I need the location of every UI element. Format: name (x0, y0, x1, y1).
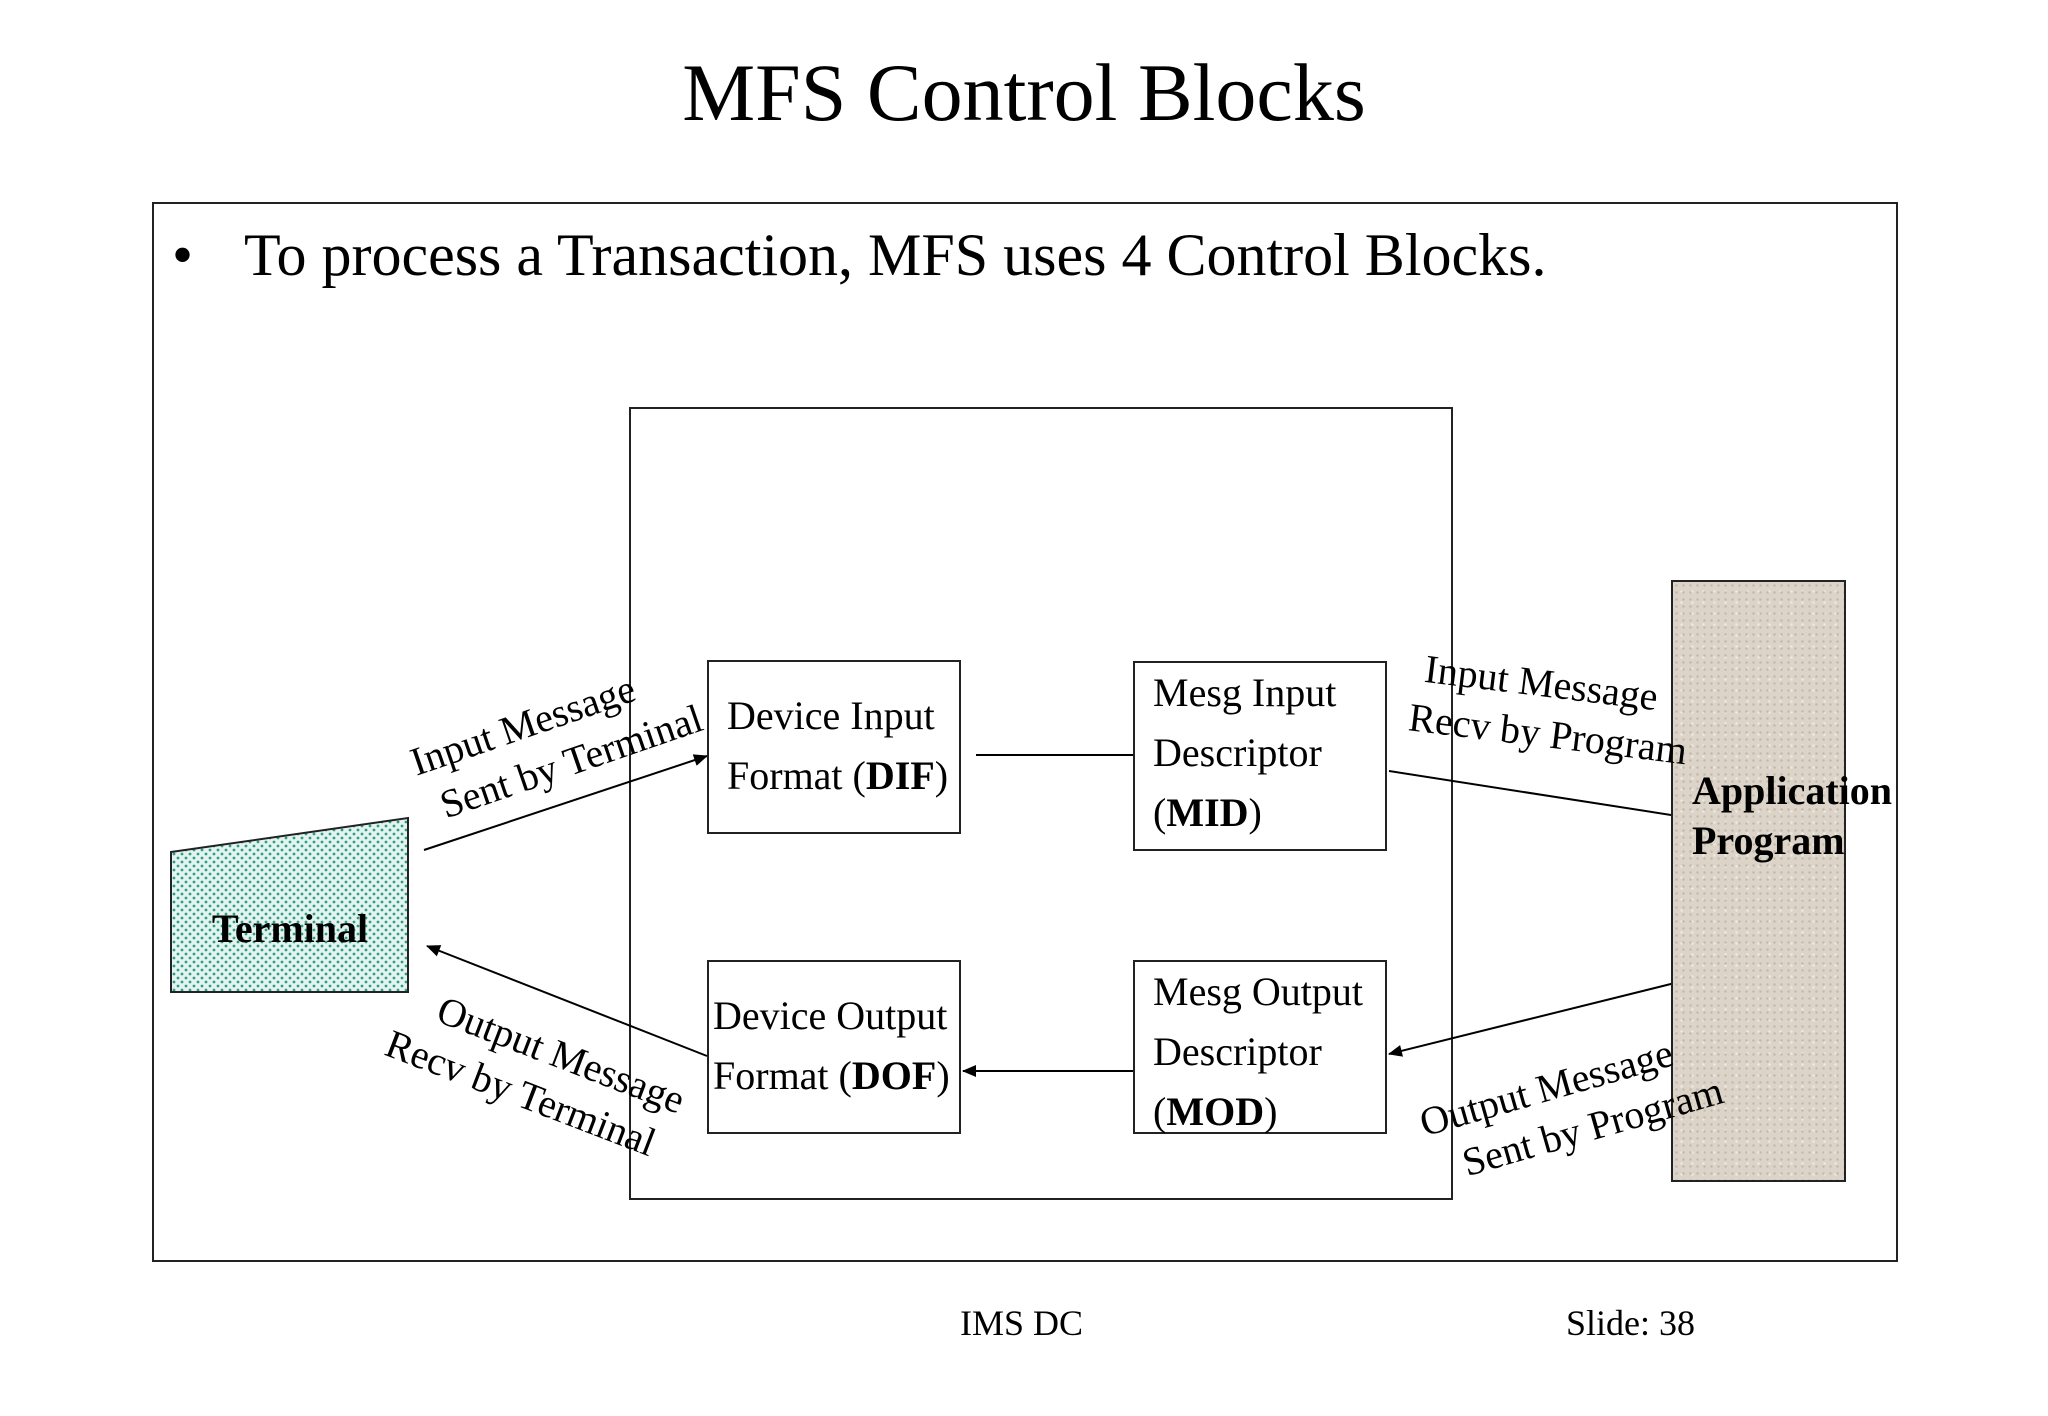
mod-box: Mesg Output Descriptor (MOD) (1133, 960, 1387, 1134)
slide-title: MFS Control Blocks (682, 47, 1366, 138)
dif-box: Device Input Format (DIF) (707, 660, 961, 834)
mid-line2: Descriptor (1153, 730, 1322, 775)
footer-slide-number: Slide: 38 (1566, 1303, 1696, 1343)
dof-box: Device Output Format (DOF) (707, 960, 961, 1134)
mid-line1: Mesg Input (1153, 670, 1337, 715)
bullet-item: • To process a Transaction, MFS uses 4 Co… (172, 222, 1546, 288)
bullet-text: To process a Transaction, MFS uses 4 Con… (244, 222, 1547, 288)
terminal-label: Terminal (211, 906, 369, 951)
arrow-mid-to-app (1388, 770, 1704, 824)
bullet-dot: • (172, 222, 194, 288)
arrow-terminal-to-dif (423, 754, 708, 851)
footer-center: IMS DC (960, 1303, 1084, 1343)
mod-line1: Mesg Output (1153, 969, 1363, 1014)
dif-line1: Device Input (727, 693, 935, 738)
mid-line3: (MID) (1153, 790, 1262, 835)
application-line1: Application (1692, 768, 1893, 813)
content-frame (152, 202, 1898, 1262)
mid-box: Mesg Input Descriptor (MID) (1133, 661, 1387, 851)
terminal-shape (170, 816, 409, 993)
arrow-app-to-mod (1388, 975, 1704, 1057)
application-program-label: Application Program (1692, 766, 1892, 866)
mfs-boundary-box (629, 407, 1453, 1200)
mod-line2: Descriptor (1153, 1029, 1322, 1074)
dif-line2: Format (DIF) (727, 753, 949, 798)
arrow-dof-to-terminal (426, 945, 708, 1057)
dof-line1: Device Output (713, 993, 948, 1038)
dof-line2: Format (DOF) (713, 1053, 950, 1098)
application-line2: Program (1692, 818, 1845, 863)
mod-line3: (MOD) (1153, 1089, 1278, 1134)
application-program-block (1671, 580, 1846, 1182)
